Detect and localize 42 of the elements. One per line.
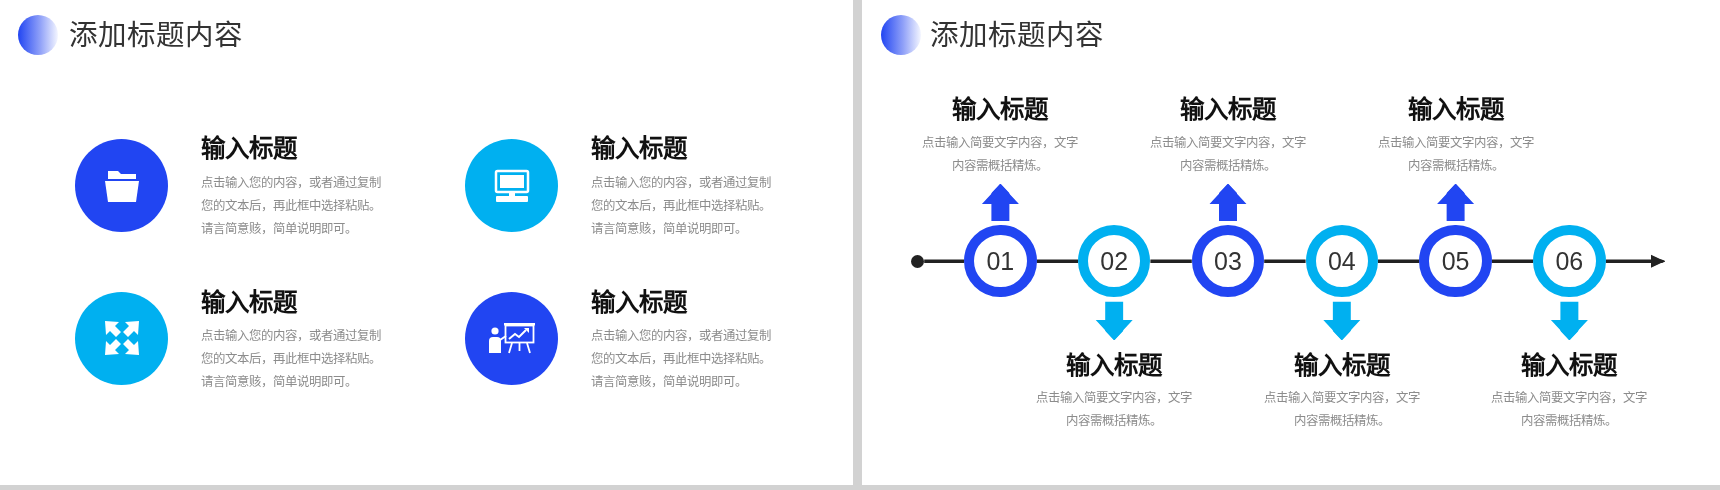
title: 添加标题内容 [930, 17, 1104, 54]
heading: 输入标题 [1293, 350, 1390, 382]
heading: 输入标题 [200, 133, 297, 165]
step-circle: 05 [1419, 225, 1492, 298]
line [1378, 259, 1420, 264]
heading: 输入标题 [590, 133, 687, 165]
block-arrow [981, 184, 1019, 222]
body-text: 点击输入简要文字内容，文字内容需概括精炼。 [1490, 389, 1649, 430]
heading: 输入标题 [1521, 350, 1618, 382]
block-arrow [1095, 301, 1133, 340]
heading: 输入标题 [1407, 94, 1504, 126]
heading: 输入标题 [1180, 94, 1276, 126]
body-text: 点击输入简要文字内容，文字内容需概括精炼。 [921, 134, 1080, 175]
block-arrow [1437, 184, 1475, 222]
line [1150, 259, 1192, 264]
body-text: 点击输入您的内容，或者通过复制您的文本后，再此框中选择粘贴。请言简意赅，简单说明即可。 [590, 327, 772, 392]
body-text: 点击输入简要文字内容，文字内容需概括精炼。 [1376, 134, 1535, 175]
heading: 输入标题 [1066, 350, 1163, 382]
body-text: 点击输入简要文字内容，文字内容需概括精炼。 [1035, 389, 1194, 430]
step-circle: 03 [1191, 225, 1265, 298]
line [1491, 259, 1534, 264]
block-arrow [1323, 301, 1361, 340]
body-text: 点击输入您的内容，或者通过复制您的文本后，再此框中选择粘贴。请言简意赅，简单说明即可。 [200, 327, 382, 392]
body-text: 点击输入您的内容，或者通过复制您的文本后，再此框中选择粘贴。请言简意赅，简单说明即可。 [590, 173, 772, 238]
step-circle: 04 [1305, 225, 1378, 298]
block-arrow [1550, 301, 1588, 340]
step-circle: 06 [1533, 225, 1606, 298]
body-text: 点击输入简要文字内容，文字内容需概括精炼。 [1149, 134, 1307, 175]
line [1036, 259, 1078, 264]
body-text: 点击输入简要文字内容，文字内容需概括精炼。 [1262, 389, 1421, 430]
line [924, 259, 965, 264]
line [1264, 259, 1306, 264]
step-circle: 01 [964, 225, 1037, 298]
heading: 输入标题 [200, 287, 297, 319]
body-text: 点击输入您的内容，或者通过复制您的文本后，再此框中选择粘贴。请言简意赅，简单说明即可。 [200, 173, 382, 238]
heading: 输入标题 [952, 94, 1049, 126]
dot-icon [911, 254, 925, 268]
block-arrow [1209, 184, 1247, 222]
title: 添加标题内容 [68, 17, 243, 54]
arrow [1605, 254, 1665, 268]
step-circle: 02 [1078, 225, 1151, 298]
heading: 输入标题 [590, 287, 687, 319]
